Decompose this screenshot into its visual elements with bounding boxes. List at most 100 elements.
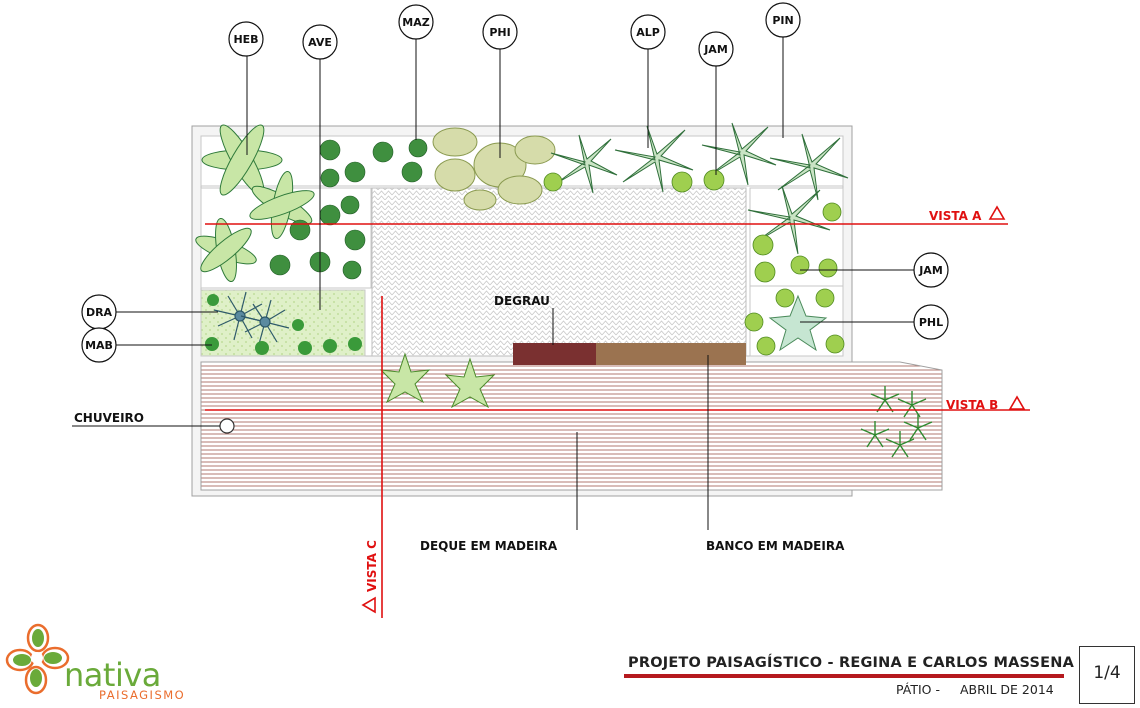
- plant-icon: [897, 391, 927, 418]
- plant-tag-pin: PIN: [765, 2, 801, 38]
- shrub-icon: [255, 341, 269, 355]
- title-block: PROJETO PAISAGÍSTICO - REGINA E CARLOS M…: [624, 652, 1074, 706]
- shrub-icon: [744, 312, 764, 332]
- shrub-icon: [292, 319, 304, 331]
- leader-lines: [72, 36, 916, 530]
- plant-alp-group: [550, 122, 849, 255]
- shrub-icon: [340, 195, 360, 215]
- plant-icon: [870, 386, 900, 413]
- shrub-icon: [319, 139, 341, 161]
- shrub-icon: [348, 337, 362, 351]
- plant-icon: [379, 352, 431, 404]
- shrub-icon: [408, 138, 428, 158]
- plant-icon: [614, 125, 694, 193]
- deck-label: DEQUE EM MADEIRA: [420, 539, 558, 553]
- deck-plants: [379, 352, 933, 458]
- shrub-icon: [825, 334, 845, 354]
- step-label: DEGRAU: [494, 294, 550, 308]
- logo-name: nativa: [64, 656, 161, 694]
- plant-tag-phl: PHL: [913, 304, 949, 340]
- view-c-triangle-icon: [361, 596, 376, 614]
- shower-label: CHUVEIRO: [74, 411, 144, 425]
- plant-tag-maz: MAZ: [398, 4, 434, 40]
- flower-logo-icon: [5, 623, 70, 695]
- shrub-icon: [372, 141, 394, 163]
- plant-icon: [463, 189, 497, 211]
- plant-icon: [860, 421, 890, 448]
- shrub-icon: [401, 161, 423, 183]
- paving: [371, 187, 747, 357]
- gravel-bed: [200, 289, 366, 357]
- plant-tag-jam-top: JAM: [698, 31, 734, 67]
- view-a-label: VISTA A: [929, 209, 982, 223]
- shrub-icon: [822, 202, 842, 222]
- shrub-icon: [818, 258, 838, 278]
- plant-icon: [195, 217, 257, 283]
- project-date: ABRIL DE 2014: [960, 682, 1054, 697]
- plant-dra-icon: [240, 299, 290, 345]
- view-c-label: VISTA C: [365, 540, 379, 592]
- shrub-icon: [298, 341, 312, 355]
- shrub-icon: [752, 234, 774, 256]
- shrub-icon: [320, 168, 340, 188]
- shrub-icon: [703, 169, 725, 191]
- step: [513, 343, 596, 365]
- plant-tag-heb: HEB: [228, 21, 264, 57]
- shrub-icon: [775, 288, 795, 308]
- shrub-icon: [543, 172, 563, 192]
- title-rule: [624, 674, 1064, 678]
- shrub-icon: [289, 219, 311, 241]
- svg-text:DRA: DRA: [86, 306, 113, 319]
- wooden-deck: [200, 361, 943, 491]
- plant-phl-icon: [768, 294, 828, 352]
- plant-icon: [747, 185, 831, 255]
- plant-tag-jam-right: JAM: [913, 252, 949, 288]
- svg-text:AVE: AVE: [308, 36, 332, 49]
- plant-icon: [249, 170, 315, 240]
- shrub-icon: [671, 171, 693, 193]
- project-title: PROJETO PAISAGÍSTICO - REGINA E CARLOS M…: [628, 655, 1075, 671]
- section-lines: [205, 223, 1030, 618]
- plant-icon: [885, 431, 915, 458]
- svg-text:PIN: PIN: [772, 14, 793, 27]
- sheet-number-box: 1/4: [1079, 646, 1135, 704]
- svg-text:MAB: MAB: [85, 339, 113, 352]
- plant-icon: [701, 122, 777, 186]
- shrub-icon: [319, 204, 341, 226]
- company-logo: nativa PAISAGISMO: [0, 608, 230, 708]
- plant-tag-alp: ALP: [630, 14, 666, 50]
- shrub-icon: [754, 261, 776, 283]
- view-a-triangle-icon: [988, 205, 1006, 220]
- shrub-icon: [342, 260, 362, 280]
- shrub-icon: [269, 254, 291, 276]
- svg-text:JAM: JAM: [918, 264, 943, 277]
- plant-icon: [444, 357, 496, 409]
- shrub-icon: [323, 339, 337, 353]
- shrub-icon: [815, 288, 835, 308]
- plant-heb-group: [195, 124, 315, 283]
- area-name: PÁTIO -: [896, 682, 940, 697]
- plant-tag-phi: PHI: [482, 14, 518, 50]
- shrub-icon: [207, 294, 219, 306]
- sheet-number: 1/4: [1093, 663, 1121, 683]
- svg-text:JAM: JAM: [703, 43, 728, 56]
- view-b-label: VISTA B: [946, 398, 998, 412]
- svg-text:MAZ: MAZ: [402, 16, 429, 29]
- svg-text:ALP: ALP: [636, 26, 660, 39]
- plant-icon: [497, 175, 543, 205]
- plant-icon: [514, 135, 556, 165]
- svg-text:HEB: HEB: [233, 33, 258, 46]
- plant-tag-ave: AVE: [302, 24, 338, 60]
- plant-tag-dra: DRA: [81, 294, 117, 330]
- plant-phi-group: [432, 127, 556, 211]
- shrub-icon: [756, 336, 776, 356]
- svg-text:PHI: PHI: [489, 26, 510, 39]
- view-b-triangle-icon: [1008, 395, 1026, 410]
- plant-icon: [903, 414, 933, 441]
- svg-text:PHL: PHL: [919, 316, 943, 329]
- plant-tag-mab: MAB: [81, 327, 117, 363]
- bench-label: BANCO EM MADEIRA: [706, 539, 845, 553]
- plant-icon: [769, 133, 849, 201]
- shower-icon: [219, 418, 235, 434]
- shrub-icon: [344, 229, 366, 251]
